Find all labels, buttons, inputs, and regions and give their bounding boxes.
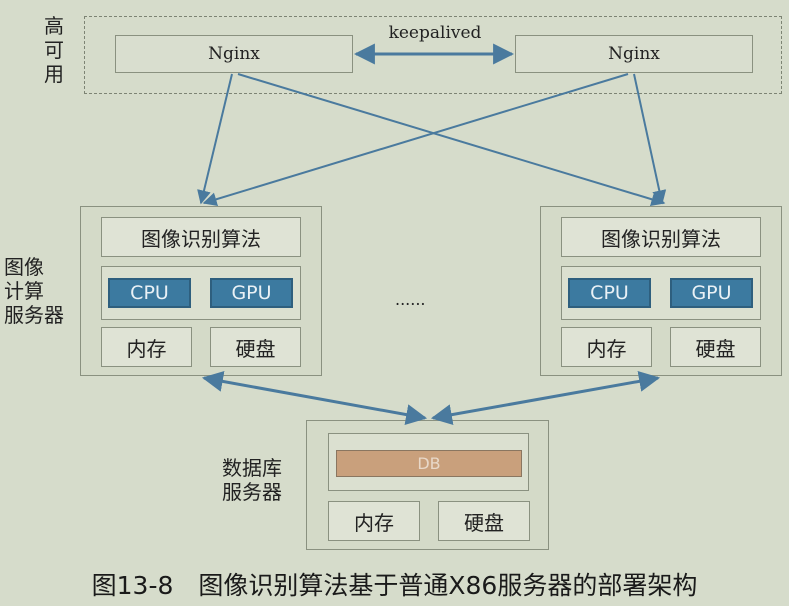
algorithm-box: 图像识别算法 <box>561 217 761 257</box>
compute-label-line: 计算 <box>4 279 44 303</box>
nginx-right-to-left-server <box>202 73 629 207</box>
processor-group: CPU GPU <box>561 266 761 320</box>
db-group: DB <box>328 433 529 491</box>
compute-label-line: 图像 <box>4 255 44 279</box>
keepalived-label: keepalived <box>388 23 482 43</box>
memory-box: 内存 <box>101 327 192 367</box>
left-server-to-db <box>201 371 428 425</box>
ha-group-label: 高 可 用 <box>44 14 64 86</box>
cpu-chip: CPU <box>108 278 191 308</box>
compute-server-left: 图像识别算法 CPU GPU 内存 硬盘 <box>80 206 322 376</box>
gpu-chip: GPU <box>210 278 293 308</box>
db-label-line: 服务器 <box>222 480 282 504</box>
nginx-left-to-left-server <box>197 73 233 205</box>
nginx-right-to-right-server <box>633 73 667 205</box>
right-server-to-db <box>430 370 661 426</box>
disk-box: 硬盘 <box>210 327 301 367</box>
ha-label-line: 高 <box>44 14 64 38</box>
ha-label-line: 可 <box>44 38 64 62</box>
ha-group <box>84 16 782 94</box>
cpu-chip: CPU <box>568 278 651 308</box>
db-block: DB <box>336 450 522 477</box>
gpu-chip: GPU <box>670 278 753 308</box>
ha-label-line: 用 <box>44 62 64 86</box>
nginx-left-to-right-server <box>237 73 666 207</box>
compute-group-label: 图像 计算 服务器 <box>4 255 64 327</box>
compute-label-line: 服务器 <box>4 303 64 327</box>
algorithm-box: 图像识别算法 <box>101 217 301 257</box>
disk-box: 硬盘 <box>670 327 761 367</box>
compute-server-right: 图像识别算法 CPU GPU 内存 硬盘 <box>540 206 782 376</box>
db-server-label: 数据库 服务器 <box>222 456 282 504</box>
memory-box: 内存 <box>328 501 420 541</box>
figure-caption: 图13-8 图像识别算法基于普通X86服务器的部署架构 <box>91 571 698 600</box>
processor-group: CPU GPU <box>101 266 301 320</box>
disk-box: 硬盘 <box>438 501 530 541</box>
more-servers-ellipsis: ...... <box>395 290 426 309</box>
db-label-line: 数据库 <box>222 456 282 480</box>
db-server: DB 内存 硬盘 <box>306 420 549 550</box>
memory-box: 内存 <box>561 327 652 367</box>
nginx-right: Nginx <box>515 35 753 73</box>
nginx-left: Nginx <box>115 35 353 73</box>
